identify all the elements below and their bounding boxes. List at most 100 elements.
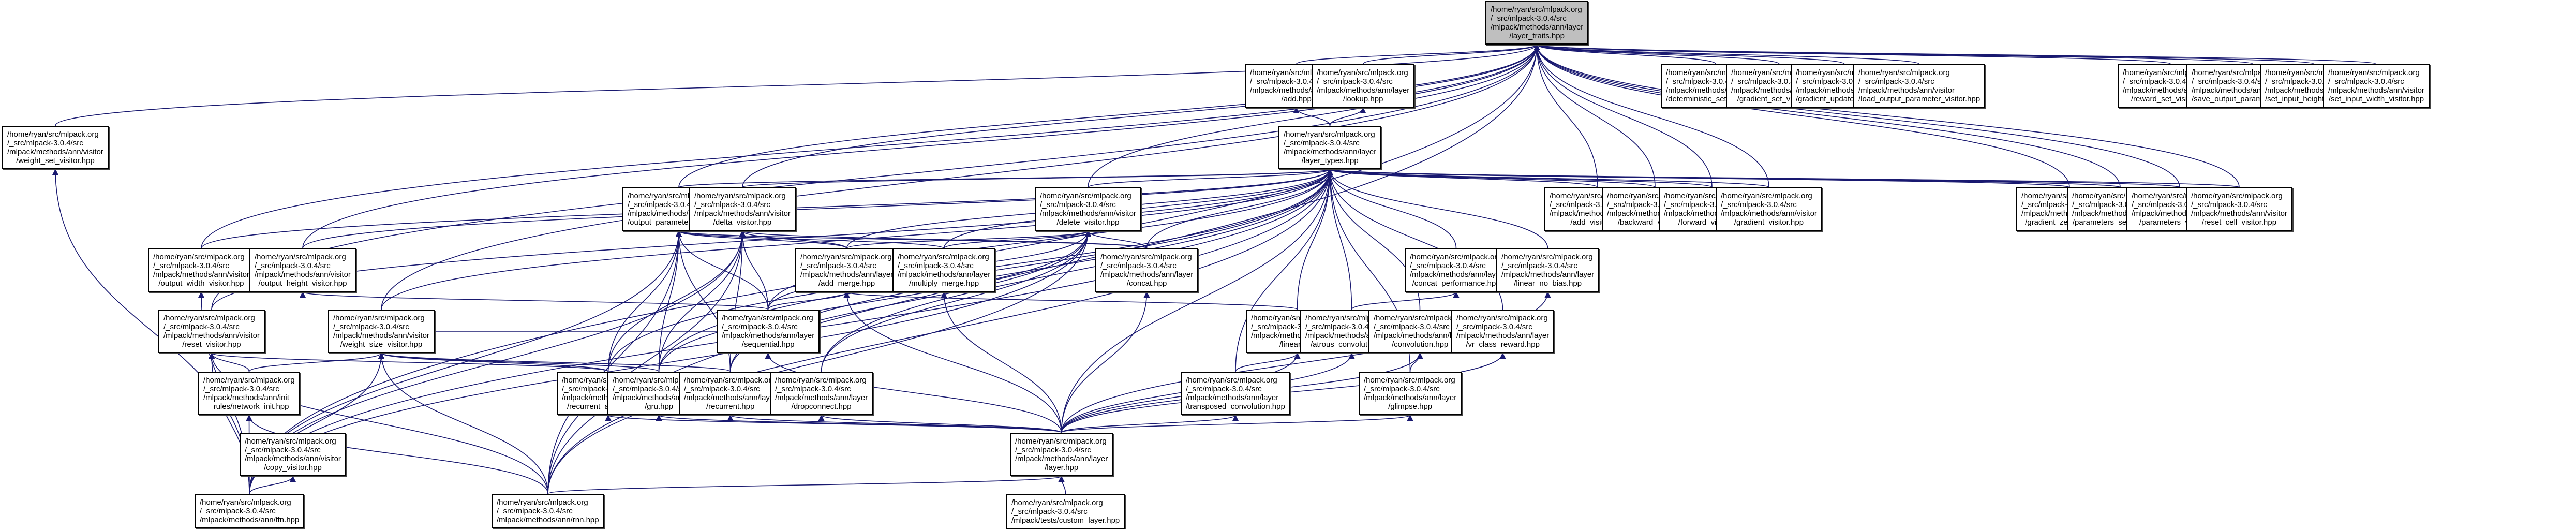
dependency-edge-multiply-merge-to-delete-visitor xyxy=(943,230,1091,249)
node-label-line: /sequential.hpp xyxy=(741,340,795,349)
graph-node-reset-cell-visitor[interactable]: /home/ryan/src/mlpack.org/_src/mlpack-3.… xyxy=(2186,187,2292,231)
node-label-line: /load_output_parameter_visitor.hpp xyxy=(1858,95,1981,104)
node-label-line: /mlpack/methods/ann/visitor xyxy=(694,209,791,218)
graph-node-load-output-parameter-visitor[interactable]: /home/ryan/src/mlpack.org/_src/mlpack-3.… xyxy=(1853,64,1986,108)
dependency-edge-layer-to-recurrent xyxy=(727,415,1062,433)
node-label-line: /_src/mlpack-3.0.4/src xyxy=(1015,446,1091,454)
node-label-line: /concat.hpp xyxy=(1126,279,1167,288)
node-label-line: /_src/mlpack-3.0.4/src xyxy=(2191,200,2267,209)
graph-node-weight-size-visitor[interactable]: /home/ryan/src/mlpack.org/_src/mlpack-3.… xyxy=(328,310,435,353)
graph-node-network-init[interactable]: /home/ryan/src/mlpack.org/_src/mlpack-3.… xyxy=(198,372,300,415)
node-label-line: /mlpack/methods/ann/ffn.hpp xyxy=(200,516,300,524)
node-label-line: /home/ryan/src/mlpack.org xyxy=(7,130,99,139)
node-label-line: /reset_visitor.hpp xyxy=(182,340,241,349)
node-label-line: /home/ryan/src/mlpack.org xyxy=(1317,68,1408,77)
node-label-line: /mlpack/methods/ann/visitor xyxy=(1040,209,1136,218)
graph-node-ffn[interactable]: /home/ryan/src/mlpack.org/_src/mlpack-3.… xyxy=(195,494,305,528)
graph-node-set-input-height-visitor[interactable]: /home/ryan/src/mlpack.org/_src/mlpack-3.… xyxy=(2260,64,2369,108)
dependency-edge-linear-no-bias-to-layer-types xyxy=(1327,169,1548,249)
node-label-line: /multiply_merge.hpp xyxy=(909,279,979,288)
graph-node-copy-visitor[interactable]: /home/ryan/src/mlpack.org/_src/mlpack-3.… xyxy=(240,433,346,476)
node-label-line: /home/ryan/src/mlpack.org xyxy=(1374,314,1465,322)
dependency-edge-gradient-visitor-to-layer-types xyxy=(1327,169,1769,188)
graph-node-weight-set-visitor[interactable]: /home/ryan/src/mlpack.org/_src/mlpack-3.… xyxy=(2,126,109,169)
dependency-edge-output-height-visitor-to-layer-traits xyxy=(302,44,1540,249)
node-label-line: /mlpack/methods/ann/layer xyxy=(898,270,991,279)
node-label-line: /home/ryan/src/mlpack.org xyxy=(1284,130,1375,139)
node-label-line: /_src/mlpack-3.0.4/src xyxy=(1374,322,1450,331)
node-label-line: /home/ryan/src/mlpack.org xyxy=(1410,253,1501,261)
node-label-line: /_src/mlpack-3.0.4/src xyxy=(1731,77,1807,86)
graph-node-lookup[interactable]: /home/ryan/src/mlpack.org/_src/mlpack-3.… xyxy=(1312,64,1415,108)
dependency-edge-transposed-convolution-to-layer-types xyxy=(1235,169,1333,372)
graph-node-rnn[interactable]: /home/ryan/src/mlpack.org/_src/mlpack-3.… xyxy=(492,494,604,528)
node-label-line: /home/ryan/src/mlpack.org xyxy=(1721,192,1812,200)
graph-node-multiply-merge[interactable]: /home/ryan/src/mlpack.org/_src/mlpack-3.… xyxy=(892,248,996,292)
dependency-edge-output-height-visitor-to-layer-types xyxy=(302,169,1333,249)
dependency-edge-dropconnect-to-layer-types xyxy=(821,169,1333,372)
graph-node-transposed-convolution[interactable]: /home/ryan/src/mlpack.org/_src/mlpack-3.… xyxy=(1181,372,1290,415)
graph-node-gradient-visitor[interactable]: /home/ryan/src/mlpack.org/_src/mlpack-3.… xyxy=(1716,187,1822,231)
node-label-line: /home/ryan/src/mlpack.org xyxy=(684,376,776,385)
node-label-line: /mlpack/methods/ann/visitor xyxy=(2328,86,2424,95)
graph-node-sequential[interactable]: /home/ryan/src/mlpack.org/_src/mlpack-3.… xyxy=(717,310,820,353)
node-label-line: /set_input_width_visitor.hpp xyxy=(2328,95,2424,104)
node-label-line: /mlpack/methods/ann/layer xyxy=(800,270,894,279)
graph-node-layer[interactable]: /home/ryan/src/mlpack.org/_src/mlpack-3.… xyxy=(1010,433,1113,476)
dependency-edge-layer-to-sequential xyxy=(765,352,1062,433)
node-label-line: /home/ryan/src/mlpack.org xyxy=(1491,5,1582,14)
node-label-line: /recurrent.hpp xyxy=(706,402,755,411)
node-label-line: /_src/mlpack-3.0.4/src xyxy=(153,261,229,270)
dependency-edge-lookup-to-layer-traits xyxy=(1362,44,1540,65)
graph-node-output-height-visitor[interactable]: /home/ryan/src/mlpack.org/_src/mlpack-3.… xyxy=(249,248,356,292)
graph-node-glimpse[interactable]: /home/ryan/src/mlpack.org/_src/mlpack-3.… xyxy=(1359,372,1462,415)
node-label-line: /_src/mlpack-3.0.4/src xyxy=(1040,200,1116,209)
dependency-edge-add-to-layer-traits xyxy=(1296,44,1540,65)
graph-node-delta-visitor[interactable]: /home/ryan/src/mlpack.org/_src/mlpack-3.… xyxy=(689,187,796,231)
dependency-edge-delete-visitor-to-layer-types xyxy=(1088,169,1333,188)
graph-node-vr-class-reward[interactable]: /home/ryan/src/mlpack.org/_src/mlpack-3.… xyxy=(1451,310,1555,353)
dependency-edge-output-parameter-visitor-to-layer-traits xyxy=(678,44,1540,188)
node-label-line: /mlpack/methods/ann/visitor xyxy=(245,454,341,463)
graph-node-set-input-width-visitor[interactable]: /home/ryan/src/mlpack.org/_src/mlpack-3.… xyxy=(2323,64,2430,108)
node-label-line: /home/ryan/src/mlpack.org xyxy=(153,253,245,261)
node-label-line: /output_width_visitor.hpp xyxy=(158,279,244,288)
graph-node-layer-traits[interactable]: /home/ryan/src/mlpack.org/_src/mlpack-3.… xyxy=(1485,1,1589,45)
dependency-edge-gru-to-delta-visitor xyxy=(658,230,746,372)
graph-node-recurrent[interactable]: /home/ryan/src/mlpack.org/_src/mlpack-3.… xyxy=(679,372,782,415)
graph-node-reset-visitor[interactable]: /home/ryan/src/mlpack.org/_src/mlpack-3.… xyxy=(158,310,265,353)
graph-node-concat-performance[interactable]: /home/ryan/src/mlpack.org/_src/mlpack-3.… xyxy=(1405,248,1508,292)
node-label-line: /mlpack/methods/ann/layer xyxy=(1284,148,1377,156)
graph-node-delete-visitor[interactable]: /home/ryan/src/mlpack.org/_src/mlpack-3.… xyxy=(1035,187,1141,231)
node-label-line: /home/ryan/src/mlpack.org xyxy=(1040,192,1131,200)
node-label-line: /mlpack/methods/ann/visitor xyxy=(1721,209,1817,218)
graph-node-linear-no-bias[interactable]: /home/ryan/src/mlpack.org/_src/mlpack-3.… xyxy=(1496,248,1600,292)
graph-node-add-merge[interactable]: /home/ryan/src/mlpack.org/_src/mlpack-3.… xyxy=(795,248,899,292)
graph-node-layer-types[interactable]: /home/ryan/src/mlpack.org/_src/mlpack-3.… xyxy=(1278,126,1382,169)
node-label-line: /mlpack/methods/ann/layer xyxy=(722,331,815,340)
dependency-edge-weight-size-visitor-to-layer-traits xyxy=(381,44,1540,310)
dependency-edge-concat-to-delta-visitor xyxy=(739,230,1148,249)
graph-node-dropconnect[interactable]: /home/ryan/src/mlpack.org/_src/mlpack-3.… xyxy=(770,372,873,415)
dependency-edge-layer-types-to-add xyxy=(1293,107,1331,126)
node-label-line: /_src/mlpack-3.0.4/src xyxy=(694,200,770,209)
dependency-edge-delta-visitor-to-layer-types xyxy=(742,169,1333,188)
dependency-edge-gradient-zero-visitor-to-layer-traits xyxy=(1533,44,2070,188)
node-label-line: /home/ryan/src/mlpack.org xyxy=(333,314,425,322)
dependency-edge-linear-to-layer-types xyxy=(1297,169,1333,310)
node-label-line: /mlpack/methods/ann/visitor xyxy=(163,331,260,340)
graph-node-output-width-visitor[interactable]: /home/ryan/src/mlpack.org/_src/mlpack-3.… xyxy=(148,248,255,292)
dependency-edge-layer-to-transposed-convolution xyxy=(1061,415,1239,433)
graph-node-concat[interactable]: /home/ryan/src/mlpack.org/_src/mlpack-3.… xyxy=(1095,248,1199,292)
graph-node-custom-layer[interactable]: /home/ryan/src/mlpack.org/_src/mlpack-3.… xyxy=(1006,494,1125,529)
node-label-line: /concat_performance.hpp xyxy=(1412,279,1500,288)
node-label-line: _rules/network_init.hpp xyxy=(209,402,289,411)
dependency-edge-recurrent-attention-to-output-parameter-visitor xyxy=(607,230,682,372)
dependency-edge-layer-to-concat xyxy=(1061,291,1150,433)
node-label-line: /glimpse.hpp xyxy=(1388,402,1433,411)
node-label-line: /mlpack/methods/ann/layer xyxy=(1015,454,1108,463)
node-label-line: /mlpack/tests/custom_layer.hpp xyxy=(1011,516,1120,525)
node-label-line: /_src/mlpack-3.0.4/src xyxy=(1796,77,1872,86)
dependency-edge-delta-visitor-to-layer-traits xyxy=(742,44,1540,188)
node-label-line: /_src/mlpack-3.0.4/src xyxy=(2123,77,2199,86)
